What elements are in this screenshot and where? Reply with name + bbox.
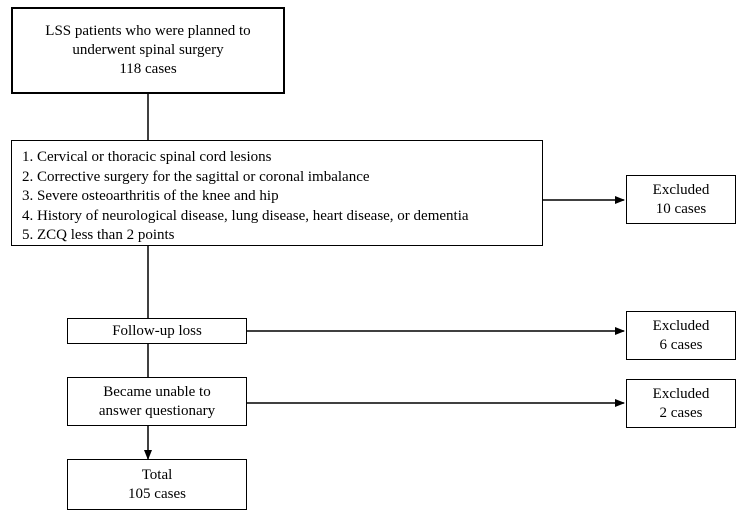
total-label: Total [141,466,173,483]
followup-label: Follow-up loss [112,322,202,339]
excluded-3-count: 2 cases [659,404,703,421]
excluded-1-count: 10 cases [655,200,707,217]
total-box: Total 105 cases [67,459,247,510]
excluded-1-label: Excluded [652,181,710,198]
start-line-1: LSS patients who were planned to [45,23,251,39]
excluded-box-2: Excluded 6 cases [626,311,736,360]
excluded-box-1: Excluded 10 cases [626,175,736,224]
criterion-4: 4. History of neurological disease, lung… [22,207,469,224]
excluded-2-count: 6 cases [659,336,703,353]
criterion-1: 1. Cervical or thoracic spinal cord lesi… [22,149,272,165]
criterion-5: 5. ZCQ less than 2 points [22,227,175,243]
start-line-2: underwent spinal surgery [72,42,224,58]
followup-loss-box: Follow-up loss [67,318,247,344]
excluded-box-3: Excluded 2 cases [626,379,736,428]
unable-line-2: answer questionary [98,402,216,419]
exclusion-criteria-box: 1. Cervical or thoracic spinal cord lesi… [11,140,543,246]
unable-line-1: Became unable to [103,383,211,400]
excluded-3-label: Excluded [652,385,710,402]
excluded-2-label: Excluded [652,317,710,334]
start-box: LSS patients who were planned to underwe… [11,7,285,94]
criterion-3: 3. Severe osteoarthritis of the knee and… [22,188,279,204]
criterion-2: 2. Corrective surgery for the sagittal o… [22,168,370,185]
total-count: 105 cases [128,485,186,502]
unable-to-answer-box: Became unable to answer questionary [67,377,247,426]
start-count: 118 cases [119,61,177,77]
